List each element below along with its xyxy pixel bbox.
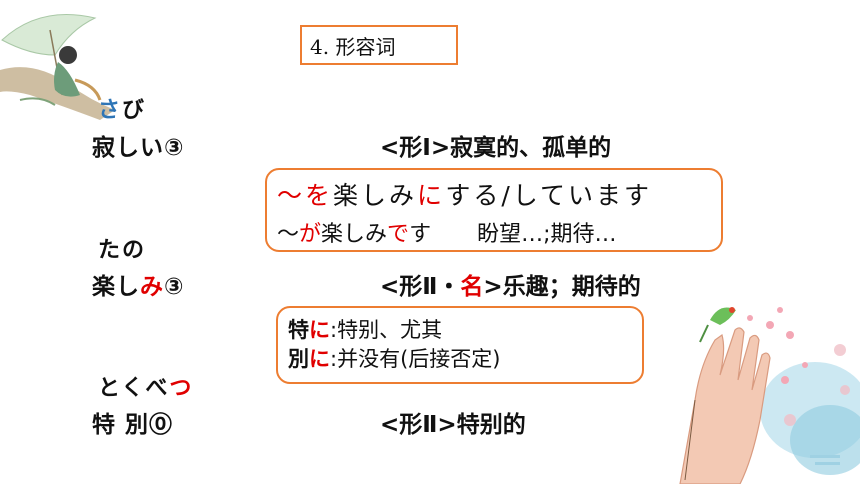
entry-2-meaning: <形Ⅱ・名>乐趣；期待的 (380, 267, 641, 301)
de-text: で (387, 222, 410, 247)
entry-1-reading: さび (98, 92, 146, 124)
tanoshimi-text: 楽しみ (333, 181, 418, 210)
tokuni-head-kanji: 特 (288, 318, 309, 342)
section-title: 4. 形容词 (300, 25, 458, 65)
entry-3-meaning-part-1: <形Ⅱ>特别的 (380, 412, 526, 438)
hand-with-bird-watercolor (679, 307, 860, 484)
meaning-text: 盼望…;期待… (477, 222, 617, 247)
entry-3-meaning: <形Ⅱ>特别的 (380, 405, 526, 439)
particle-wo: を (305, 181, 334, 210)
entry-2-meaning-part-1: <形Ⅱ・ (380, 274, 461, 300)
tilde: ～ (277, 181, 306, 210)
entry-3-reading-part-1: とくべ (98, 376, 170, 401)
example-box-ni-adverbs-row-2: 別に:并没有(后接否定) (288, 345, 642, 374)
tokuni-meaning: :特别、尤其 (330, 318, 443, 342)
entry-2-meaning-part-2: 名 (460, 274, 484, 300)
entry-2-meaning-part-3: >乐趣；期待的 (483, 274, 641, 300)
entry-1-reading-part-1: さ (98, 98, 123, 123)
tokuni-head-ni: に (309, 318, 330, 342)
entry-1-word: 寂しい③ (92, 128, 184, 162)
example-box-tanoshimi-line-1: ～を楽しみにする/しています (277, 176, 652, 212)
betsuni-meaning: :并没有(后接否定) (330, 347, 501, 371)
entry-2-reading-part-1: たの (98, 238, 147, 263)
entry-2-word: 楽しみ③ (92, 267, 184, 301)
example-box-ni-adverbs: 特に:特别、尤其 別に:并没有(后接否定) (276, 306, 644, 384)
betsuni-head-ni: に (309, 347, 330, 371)
tanoshimi-text: 楽しみ (321, 222, 388, 247)
entry-3-reading-part-2: つ (169, 376, 194, 401)
betsuni-head-kanji: 別 (288, 347, 309, 371)
entry-3-word-part-1: 特 別⓪ (92, 412, 174, 438)
example-box-tanoshimi-line-2: ～が楽しみです 盼望…;期待… (277, 216, 617, 248)
example-box-tanoshimi: ～を楽しみにする/しています ～が楽しみです盼望…;期待… (265, 168, 723, 252)
entry-3-word: 特 別⓪ (92, 405, 173, 439)
su-text: す (409, 222, 432, 247)
entry-1-meaning-part-1: <形Ⅰ>寂寞的、孤单的 (380, 135, 612, 161)
entry-1-reading-part-2: び (122, 98, 147, 123)
entry-2-reading: たの (98, 232, 146, 264)
suru-shiteimasu-text: する/しています (445, 181, 652, 210)
woman-with-parasol-illustration (0, 13, 115, 120)
example-box-ni-adverbs-row-1: 特に:特别、尤其 (288, 316, 642, 345)
entry-2-word-part-3: ③ (164, 274, 185, 300)
entry-2-word-part-2: み (140, 274, 164, 300)
entry-2-word-part-1: 楽し (92, 274, 140, 300)
entry-3-reading: とくべつ (98, 370, 193, 402)
particle-ga: が (299, 222, 322, 247)
entry-1-meaning: <形Ⅰ>寂寞的、孤单的 (380, 128, 611, 162)
section-title-text: 4. 形容词 (310, 34, 396, 59)
entry-1-word-part-1: 寂しい③ (92, 135, 185, 161)
tilde: ～ (277, 222, 300, 247)
particle-ni: に (417, 181, 446, 210)
